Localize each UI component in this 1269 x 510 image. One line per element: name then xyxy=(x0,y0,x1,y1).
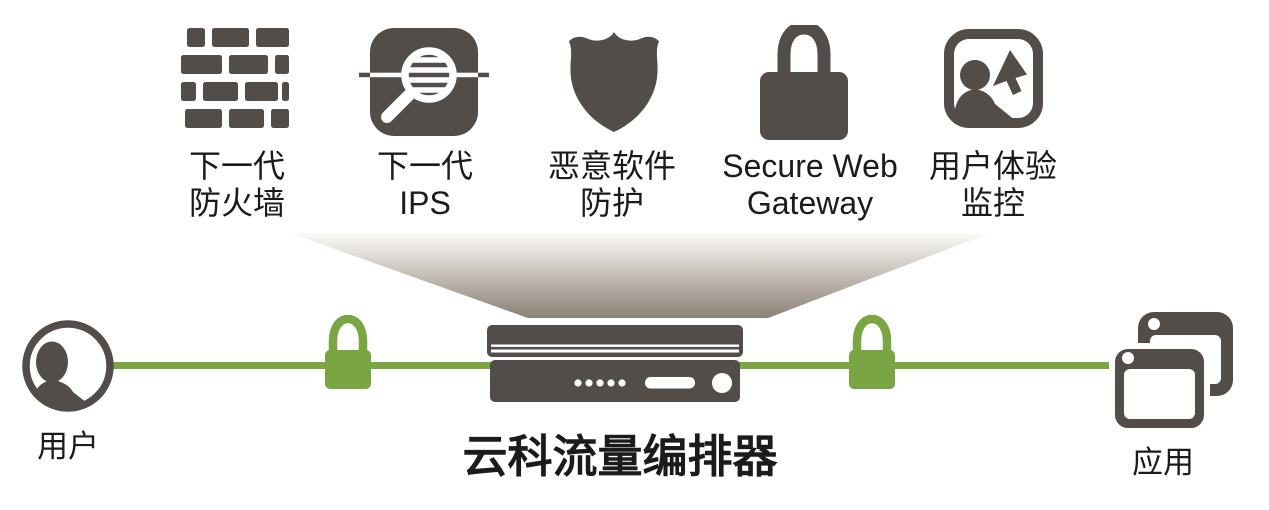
inline-lock-left-icon xyxy=(325,315,371,389)
user-icon xyxy=(22,320,114,412)
user-experience-icon xyxy=(944,29,1043,128)
firewall-brick-icon xyxy=(181,28,289,128)
ips-magnifier-icon xyxy=(359,28,489,136)
service-label-firewall: 下一代 防火墙 xyxy=(188,148,285,221)
service-label-ips: 下一代 IPS xyxy=(376,148,473,221)
inline-lock-right-icon xyxy=(849,315,895,389)
service-label-malware: 恶意软件 防护 xyxy=(547,148,676,221)
apps-icon xyxy=(1109,312,1233,434)
malware-shield-icon xyxy=(569,32,659,132)
user-label: 用户 xyxy=(37,429,99,464)
orchestrator-device xyxy=(487,325,743,402)
device-title: 云科流量编排器 xyxy=(462,431,778,482)
secure-web-gateway-lock-icon xyxy=(760,25,848,140)
service-label-swg: Secure Web Gateway xyxy=(722,148,898,221)
service-label-ux: 用户体验 监控 xyxy=(928,148,1057,221)
apps-label: 应用 xyxy=(1132,445,1194,480)
funnel-shape xyxy=(290,233,990,318)
